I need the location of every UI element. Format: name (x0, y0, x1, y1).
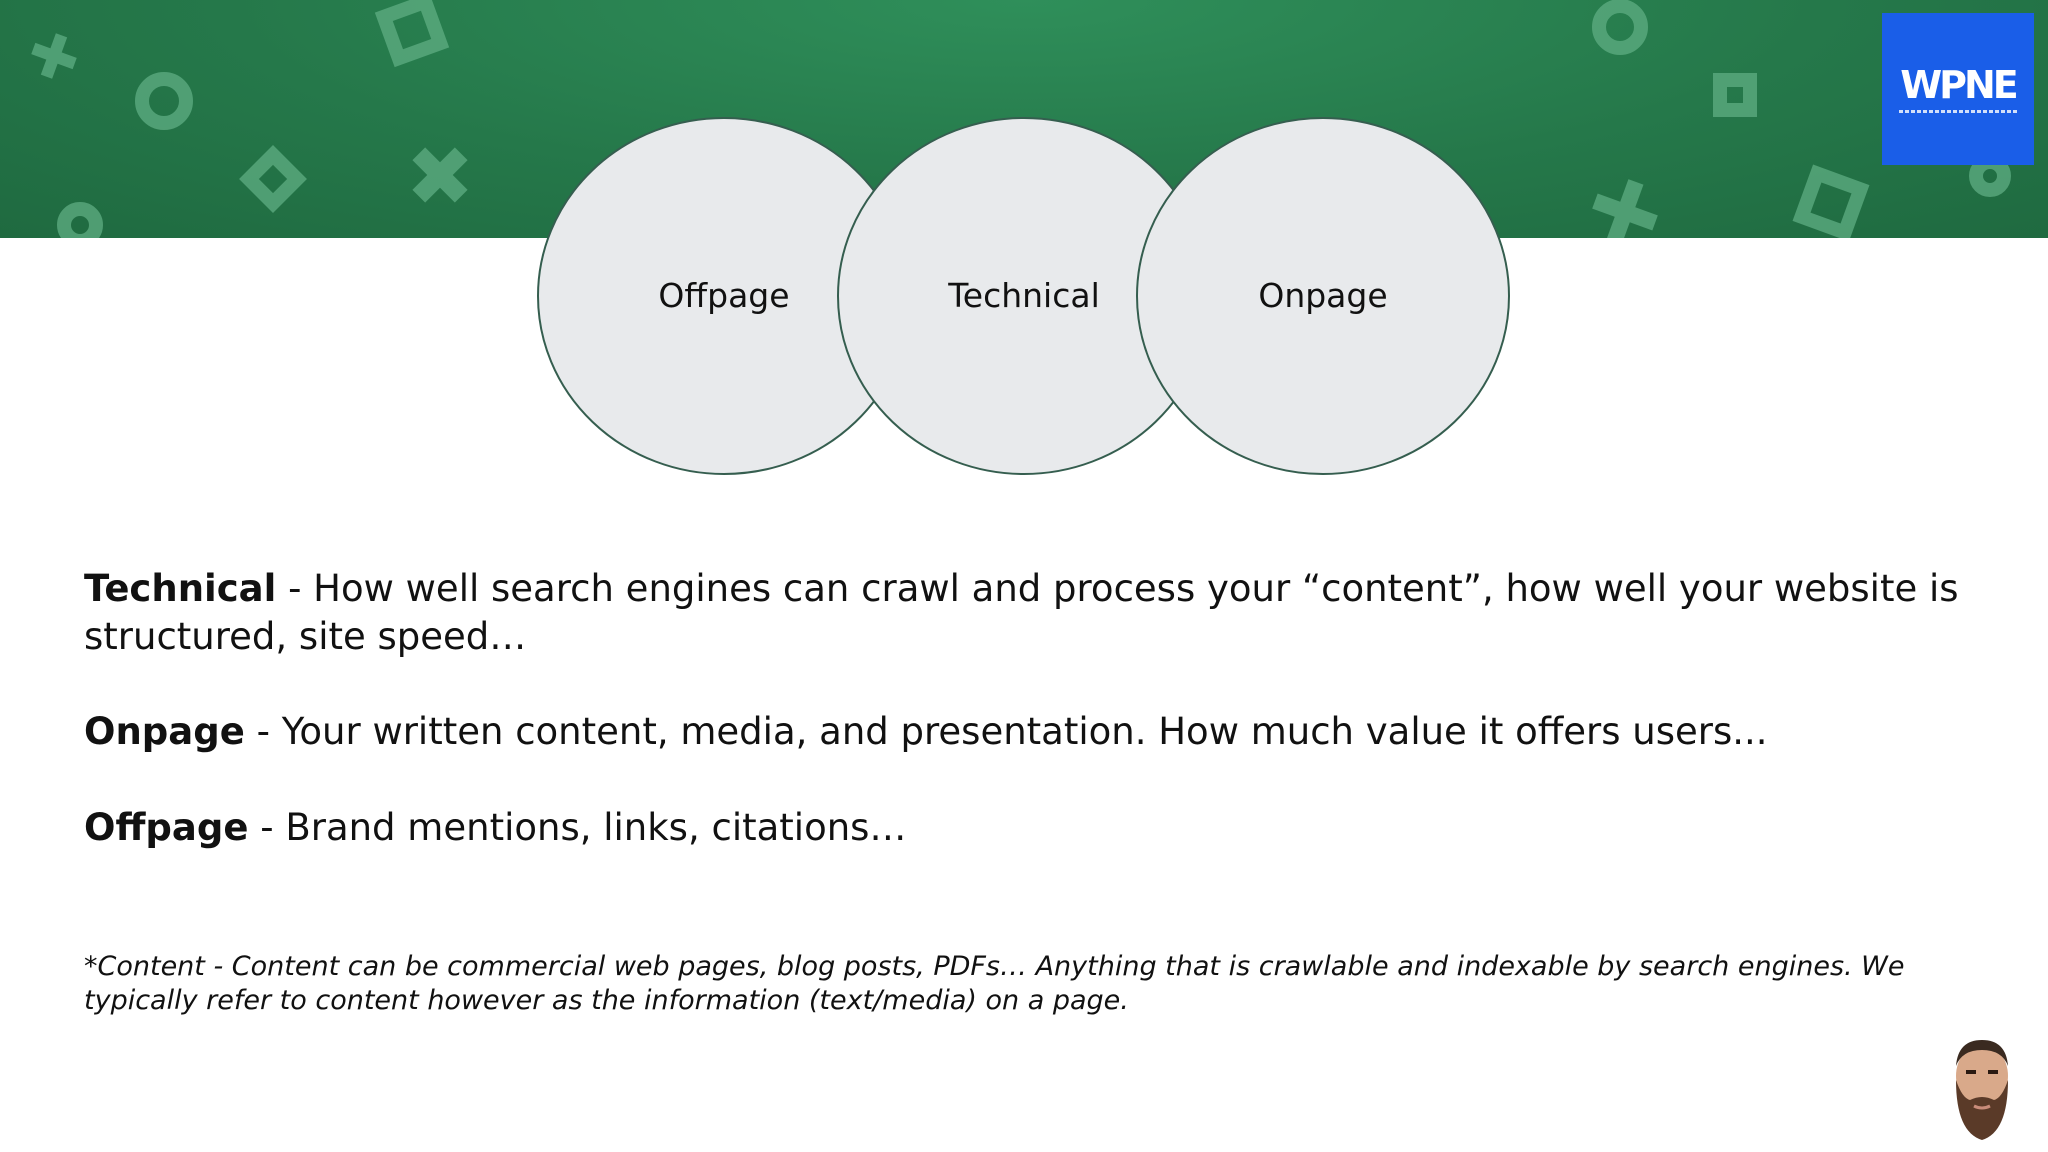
description-onpage: Onpage - Your written content, media, an… (84, 708, 1984, 756)
description-text: - Your written content, media, and prese… (244, 710, 1768, 753)
decorative-shapes (31, 0, 2011, 238)
description-term: Technical (84, 567, 277, 610)
content-footnote: *Content - Content can be commercial web… (84, 951, 1905, 1016)
square-shape-icon (1792, 164, 1870, 238)
logo-tagline-decoration (1899, 109, 2017, 113)
description-term: Onpage (84, 710, 245, 753)
cross-shape-icon (1592, 179, 1658, 238)
description-text: - Brand mentions, links, citations… (248, 806, 907, 849)
avatar-icon (1956, 1040, 2008, 1140)
description-technical: Technical - How well search engines can … (84, 565, 1984, 661)
cross-shape-icon (412, 147, 468, 203)
ring-shape-icon (1592, 0, 1648, 55)
cross-shape-icon (31, 33, 77, 79)
presenter-avatar (1956, 1040, 2008, 1140)
venn-label-offpage: Offpage (658, 276, 789, 315)
ring-shape-icon (57, 202, 103, 238)
venn-label-onpage: Onpage (1258, 276, 1387, 315)
description-offpage: Offpage - Brand mentions, links, citatio… (84, 804, 1984, 852)
ring-shape-icon (135, 72, 193, 130)
wpne-logo: WPNE (1882, 13, 2034, 165)
venn-circle-onpage (1136, 117, 1510, 475)
square-shape-icon (374, 0, 450, 68)
diamond-shape-icon (239, 145, 307, 213)
logo-text: WPNE (1900, 62, 2019, 107)
description-text: - How well search engines can crawl and … (84, 567, 1959, 658)
seo-venn-diagram: Offpage Technical Onpage (537, 117, 1510, 475)
square-shape-icon (1713, 73, 1757, 117)
description-term: Offpage (84, 806, 249, 849)
venn-label-technical: Technical (947, 276, 1100, 315)
